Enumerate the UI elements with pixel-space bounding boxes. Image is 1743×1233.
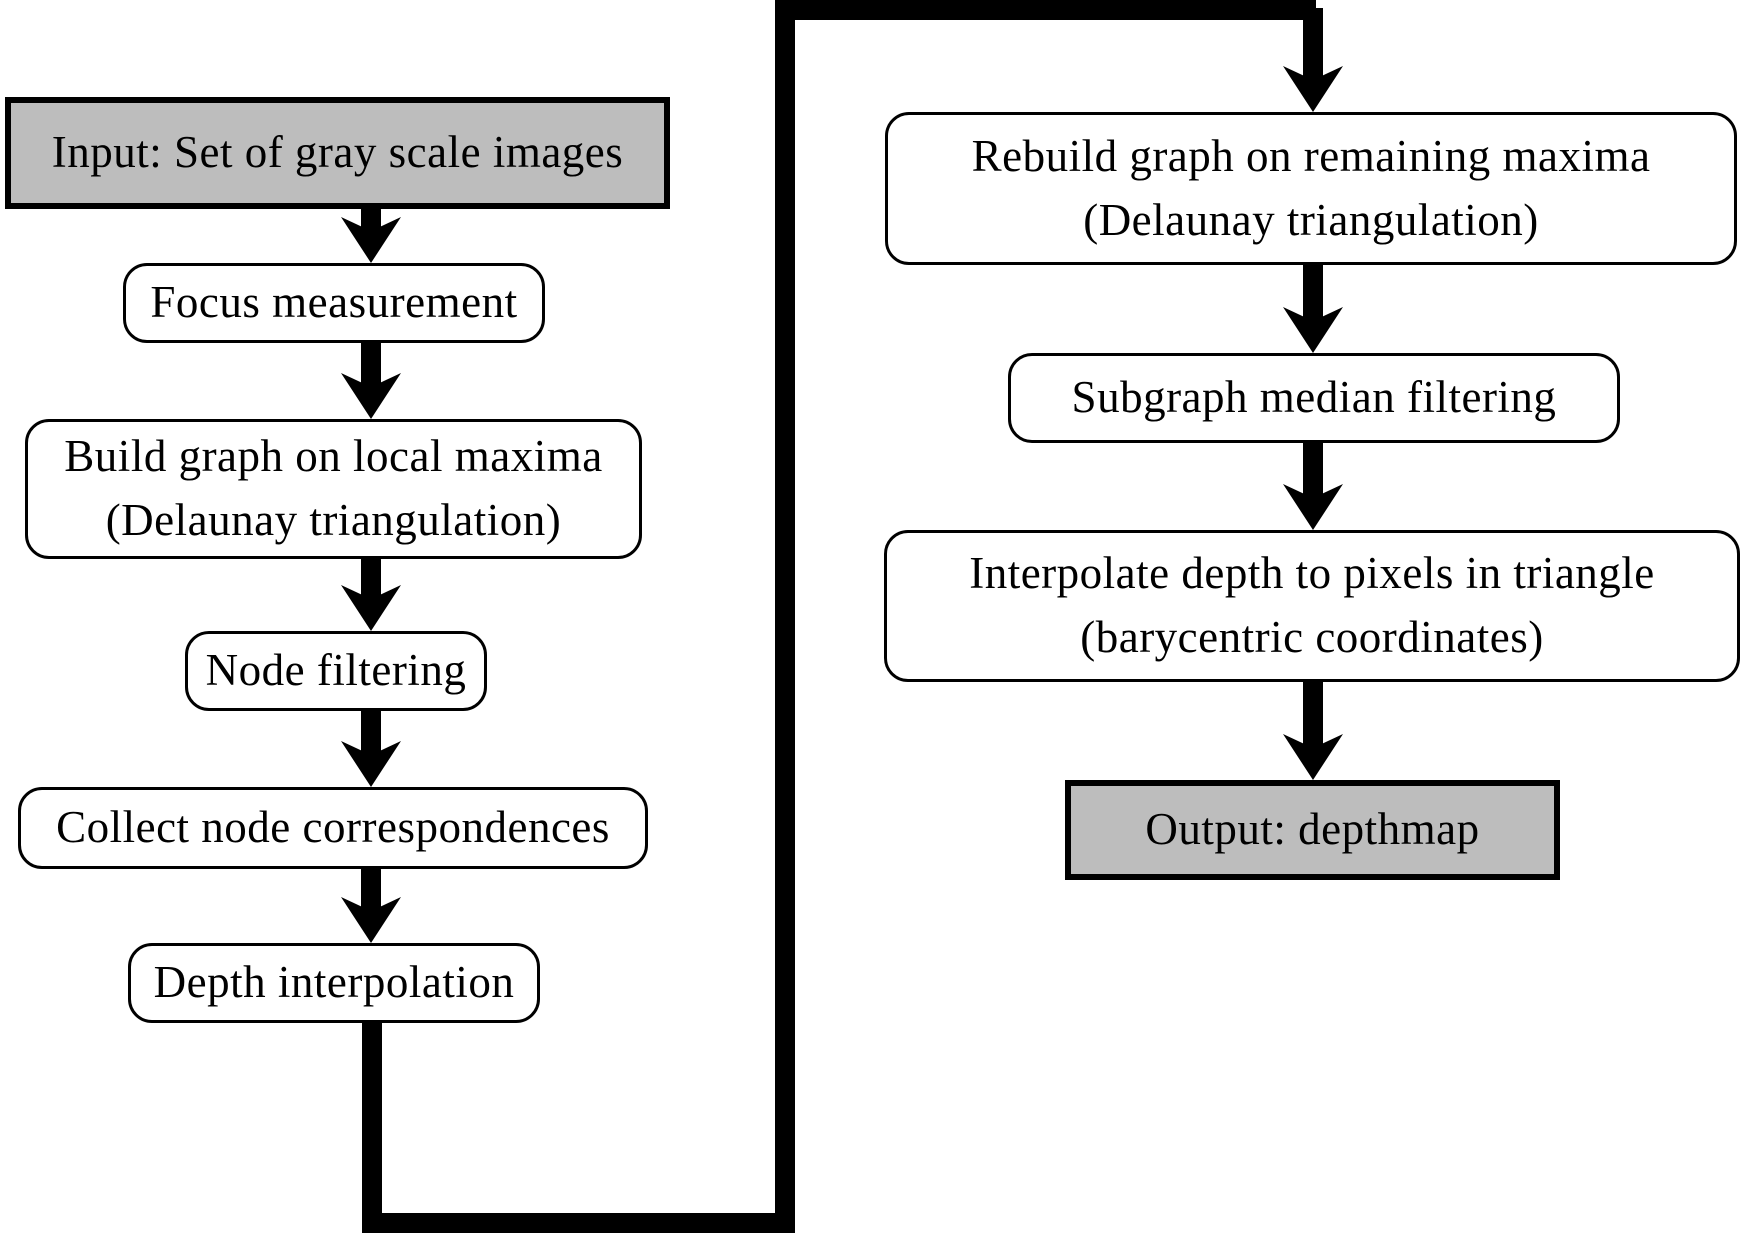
flow-arrow [341,711,401,787]
flow-arrow [341,209,401,263]
flow-arrow [341,559,401,631]
node-node-filtering: Node filtering [185,631,487,711]
node-rebuild-graph: Rebuild graph on remaining maxima (Delau… [885,112,1737,265]
connector-elbow-line [362,0,1316,1233]
node-subgraph-median-filtering: Subgraph median filtering [1008,353,1620,443]
flow-arrow [1283,265,1343,353]
flow-arrow [1283,682,1343,780]
node-build-graph: Build graph on local maxima (Delaunay tr… [25,419,642,559]
flow-arrow [1283,8,1343,112]
node-depth-interpolation: Depth interpolation [128,943,540,1023]
node-interpolate-depth: Interpolate depth to pixels in triangle … [884,530,1740,682]
node-focus-measurement: Focus measurement [123,263,545,343]
flow-arrow [341,869,401,943]
node-output: Output: depthmap [1065,780,1560,880]
flow-arrow [341,343,401,419]
node-collect-correspondences: Collect node correspondences [18,787,648,869]
node-input: Input: Set of gray scale images [5,97,670,209]
flow-arrow [1283,443,1343,530]
